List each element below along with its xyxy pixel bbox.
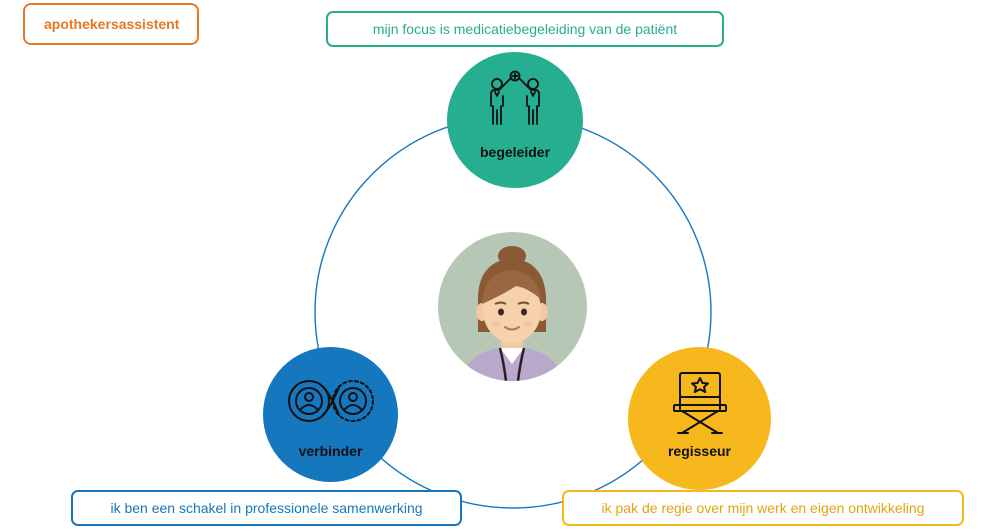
- node-regisseur: regisseur: [628, 347, 771, 490]
- caption-begeleider: mijn focus is medicatiebegeleiding van d…: [326, 11, 724, 47]
- label-begeleider: begeleider: [479, 144, 551, 160]
- connected-people-loop-icon: [287, 380, 374, 422]
- pharmacist-avatar-icon: [438, 232, 587, 381]
- director-chair-icon: [672, 372, 727, 434]
- avatar-illustration: [462, 246, 562, 381]
- role-tag: apothekersassistent: [23, 3, 199, 45]
- label-regisseur: regisseur: [667, 443, 732, 459]
- people-high-five-icon: [490, 70, 540, 125]
- node-verbinder: verbinder: [263, 347, 398, 482]
- caption-regisseur: ik pak de regie over mijn werk en eigen …: [562, 490, 964, 526]
- label-verbinder: verbinder: [298, 443, 363, 459]
- node-begeleider: begeleider: [447, 52, 583, 188]
- caption-verbinder: ik ben een schakel in professionele same…: [71, 490, 462, 526]
